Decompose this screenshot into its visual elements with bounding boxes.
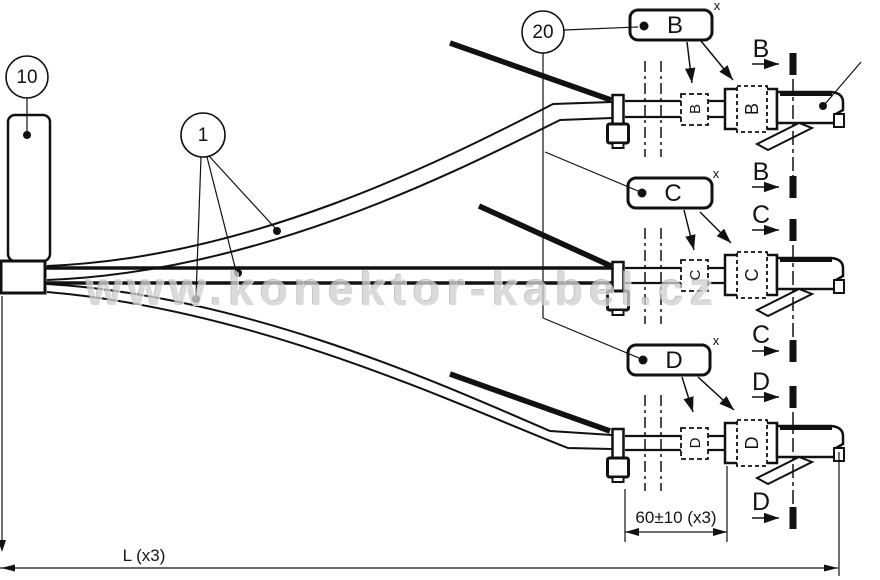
marker-sleeve-b-letter: B: [686, 104, 704, 115]
connector-b-letter: B: [742, 103, 762, 116]
section-d-bottom-label: D: [751, 487, 771, 516]
marker-sleeve-c: [680, 259, 709, 292]
break-lines-d: [644, 395, 662, 491]
connector-d: [723, 419, 779, 467]
callout-d-footnote: x: [712, 333, 720, 348]
cable-tie-c: [606, 260, 630, 316]
connector-c-letter: C: [742, 268, 762, 282]
section-c-bottom-label: C: [751, 320, 771, 349]
balloon-20: [521, 10, 640, 359]
cable-tie-b: [606, 93, 630, 149]
break-lines-b: [644, 61, 662, 157]
callout-c-footnote: x: [712, 166, 720, 181]
section-line-d: [752, 386, 797, 529]
section-b-bottom-label: B: [752, 157, 770, 186]
section-d-top-label: D: [751, 367, 771, 396]
callout-c-letter: C: [664, 180, 682, 207]
connector-d-letter: D: [742, 436, 762, 450]
callout-b-letter: B: [666, 12, 683, 39]
balloon-20-label: 20: [532, 21, 554, 43]
callout-box-d: [626, 343, 735, 413]
section-line-c: [752, 219, 797, 362]
branch-d-cable: [46, 283, 727, 452]
cable-tie-d: [606, 427, 630, 483]
section-c-top-label: C: [751, 200, 771, 229]
section-line-b: [752, 53, 797, 198]
marker-sleeve-d-letter: D: [686, 437, 704, 449]
callout-box-c: [626, 176, 732, 251]
callout-b-footnote: x: [713, 0, 721, 13]
dimension-branch-text: 60±10 (x3): [635, 508, 717, 527]
break-lines-c: [644, 228, 662, 324]
marker-sleeve-d: [680, 427, 709, 460]
cable-boot: [0, 259, 47, 295]
marker-sleeve-b: [680, 93, 709, 126]
balloon-10: [5, 55, 49, 139]
branch-b-cable: [46, 40, 727, 281]
connector-b: [723, 85, 779, 133]
callout-box-b: [628, 8, 734, 84]
dimension-60: [624, 466, 728, 542]
dimension-length-text: L (x3): [122, 546, 166, 565]
balloon-1-label: 1: [197, 124, 209, 146]
section-b-top-label: B: [752, 34, 770, 63]
watermark-text: www.konektor-kabel.cz: [86, 263, 719, 315]
main-cable: [45, 203, 727, 285]
dimension-l: [0, 296, 840, 576]
callout-d-letter: D: [665, 347, 683, 374]
balloon-1: [180, 112, 281, 303]
balloon-10-label: 10: [16, 66, 38, 88]
